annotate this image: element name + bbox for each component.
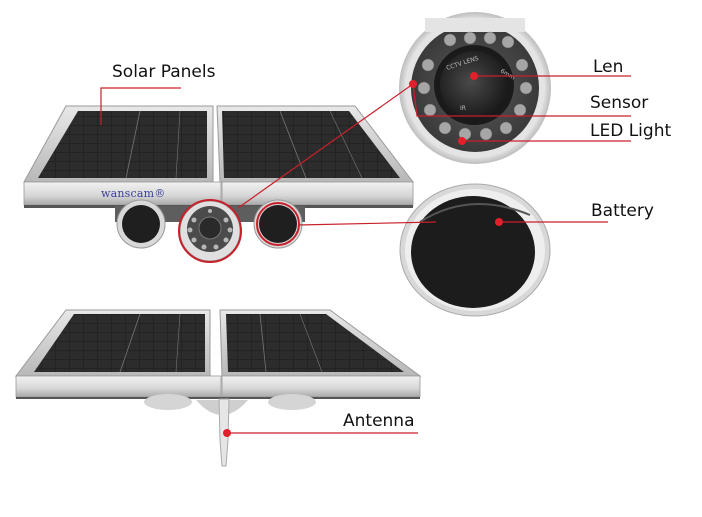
label-len: Len — [593, 57, 624, 77]
label-battery: Battery — [591, 201, 654, 221]
callout-lines — [100, 75, 631, 434]
bottom-camera-unit — [14, 309, 422, 467]
label-sensor: Sensor — [590, 93, 649, 113]
label-solar-panels: Solar Panels — [112, 62, 216, 82]
top-camera-unit — [23, 105, 415, 263]
brand-logo: wanscam® — [101, 187, 166, 200]
label-antenna: Antenna — [343, 411, 415, 431]
lens-closeup: CCTV LENS 6mm IR — [399, 12, 551, 164]
battery-closeup — [399, 183, 551, 317]
label-led-light: LED Light — [590, 121, 672, 141]
svg-text:IR: IR — [460, 105, 466, 112]
callout-dots — [223, 72, 503, 437]
